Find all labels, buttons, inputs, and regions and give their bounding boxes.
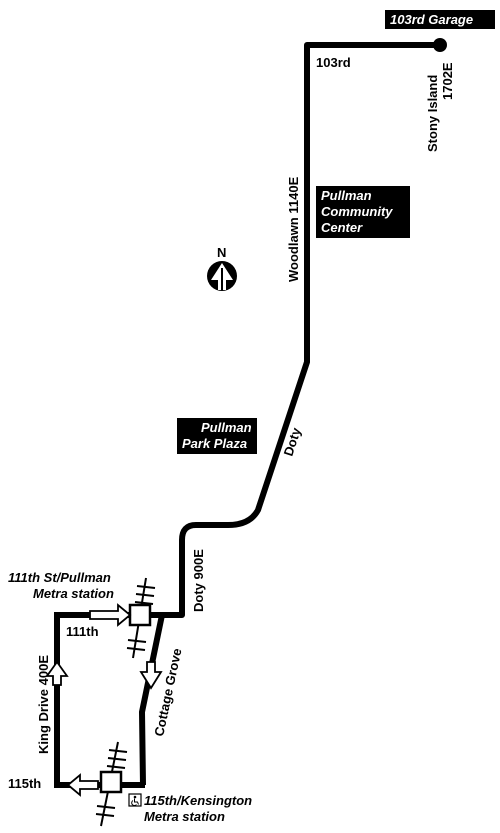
street-111th: 111th: [66, 624, 99, 639]
metra-station-115th-icon: [95, 741, 128, 827]
direction-arrow-west-icon: [66, 773, 99, 797]
pullman-pp-line2: Park Plaza: [182, 436, 247, 451]
route-cottage-grove: [139, 614, 165, 786]
street-115th: 115th: [8, 776, 41, 791]
pullman-pp-line1: Pullman: [201, 420, 252, 435]
street-stony-island-line2: 1702E: [440, 62, 455, 100]
station-115th-line2: Metra station: [144, 809, 225, 824]
compass-n-label: N: [217, 245, 226, 260]
pullman-cc-box: [316, 186, 410, 238]
pullman-cc-line1: Pullman: [321, 188, 372, 203]
route-line: [142, 42, 440, 618]
pullman-cc-line3: Center: [321, 220, 363, 235]
street-woodlawn: Woodlawn 1140E: [286, 176, 301, 282]
north-arrow-icon: [207, 261, 237, 291]
wheelchair-icon: [128, 793, 142, 807]
street-stony-island-line1: Stony Island: [425, 75, 440, 152]
pullman-pp-box: [177, 418, 257, 454]
street-cottage-grove: Cottage Grove: [151, 647, 184, 738]
metra-station-111th-icon: [126, 577, 156, 659]
station-111th-line2: Metra station: [33, 586, 114, 601]
direction-arrow-north-icon: [45, 660, 69, 686]
street-doty-900e: Doty 900E: [191, 549, 206, 612]
direction-arrow-east-icon: [89, 603, 132, 627]
street-103rd: 103rd: [316, 55, 351, 70]
direction-arrow-south-icon: [139, 661, 163, 690]
street-king-drive: King Drive 400E: [36, 655, 51, 754]
station-115th-line1: 115th/Kensington: [144, 793, 252, 808]
terminal-label-box: [385, 10, 495, 29]
station-111th-line1: 111th St/Pullman: [8, 570, 111, 585]
terminal-label: 103rd Garage: [390, 12, 473, 27]
pullman-cc-line2: Community: [321, 204, 393, 219]
terminal-dot: [433, 38, 447, 52]
